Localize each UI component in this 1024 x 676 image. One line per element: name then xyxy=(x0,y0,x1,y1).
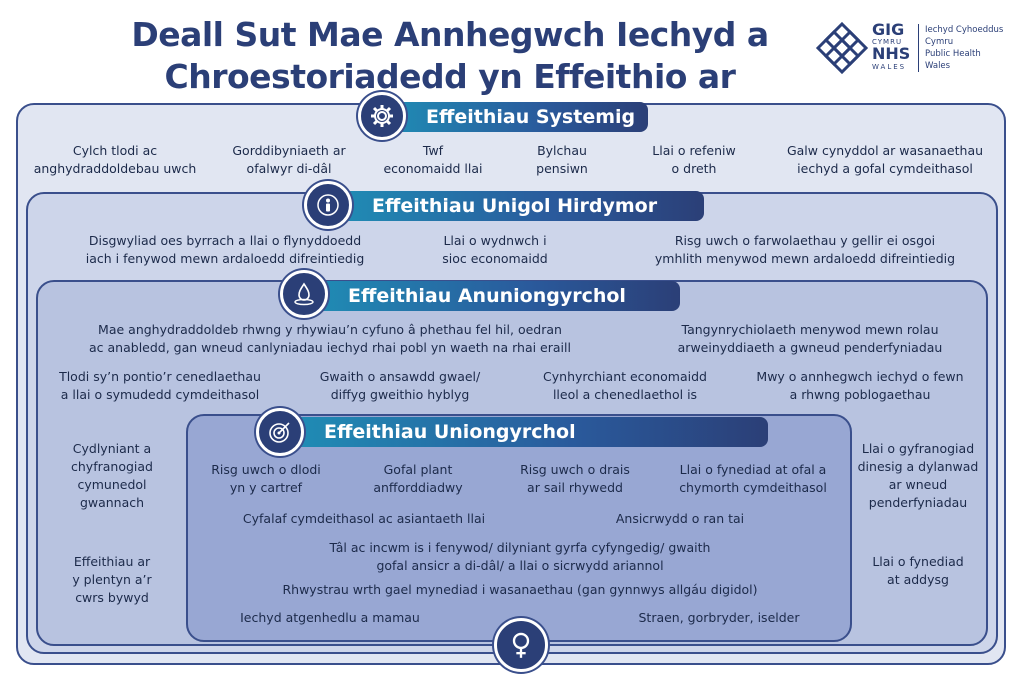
indirect-item: Gwaith o ansawdd gwael/diffyg gweithio h… xyxy=(319,369,481,402)
title-line-1: Deall Sut Mae Annhegwch Iechyd a xyxy=(131,15,769,54)
direct-item: Rhwystrau wrth gael mynediad i wasanaeth… xyxy=(282,582,758,597)
title-line-2: Chroestoriadedd yn Effeithio ar Iechyd xyxy=(164,57,736,138)
longterm-heading: Effeithiau Unigol Hirdymor xyxy=(326,191,704,221)
gear-icon xyxy=(358,92,406,140)
direct-item: Ansicrwydd o ran tai xyxy=(615,511,745,526)
person-icon xyxy=(304,181,352,229)
logo-cymru: CYMRU xyxy=(872,38,903,46)
direct-item: Tâl ac incwm is i fenywod/ dilyniant gyr… xyxy=(329,540,711,573)
logo-nhs: NHS xyxy=(872,44,911,63)
longterm-item: Risg uwch o farwolaethau y gellir ei osg… xyxy=(654,233,956,266)
phw-logo: GIG CYMRU NHS WALES Iechyd Cyhoeddus Cym… xyxy=(814,20,1014,76)
direct-item: Iechyd atgenhedlu a mamau xyxy=(240,610,420,625)
direct-item: Straen, gorbryder, iselder xyxy=(638,610,800,625)
logo-knot-icon xyxy=(815,21,869,75)
longterm-item: Disgwyliad oes byrrach a llai o flynyddo… xyxy=(85,233,365,266)
indirect-item: Mae anghydraddoldeb rhwng y rhywiau’n cy… xyxy=(89,322,571,355)
target-icon xyxy=(256,408,304,456)
systemic-heading: Effeithiau Systemig xyxy=(380,102,648,132)
indirect-heading: Effeithiau Anuniongyrchol xyxy=(302,281,680,311)
logo-wales: WALES xyxy=(872,63,907,71)
logo-org-line-1: Iechyd Cyhoeddus xyxy=(925,25,1004,35)
page-title: Deall Sut Mae Annhegwch Iechyd a Chroest… xyxy=(120,14,780,140)
water-drop-icon xyxy=(280,270,328,318)
direct-item: Cyfalaf cymdeithasol ac asiantaeth llai xyxy=(242,511,486,526)
logo-org-line-4: Wales xyxy=(925,61,951,71)
female-symbol-icon xyxy=(494,618,548,672)
logo-gig: GIG xyxy=(872,20,905,39)
direct-heading: Effeithiau Uniongyrchol xyxy=(278,417,768,447)
logo-org-name: Iechyd Cyhoeddus Cymru Public Health Wal… xyxy=(918,24,1003,72)
logo-org-line-3: Public Health xyxy=(925,49,981,59)
logo-org-line-2: Cymru xyxy=(925,37,954,47)
